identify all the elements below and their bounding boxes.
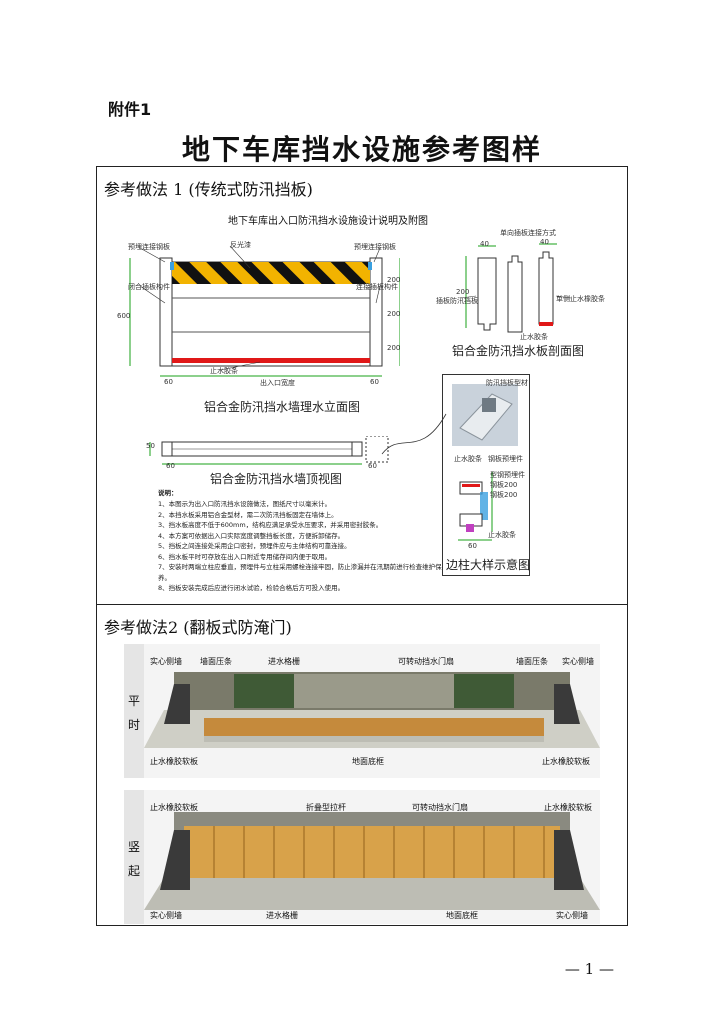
elev-dim-r3: 200 xyxy=(387,344,401,352)
row1-top-label: 实心侧墙 xyxy=(562,657,594,666)
detail-photo xyxy=(452,384,518,446)
caption-elevation: 铝合金防汛挡水墙理水立面图 xyxy=(204,400,361,414)
row1-top-label: 墙面压条 xyxy=(200,657,232,666)
caption-plan: 铝合金防汛挡水墙顶视图 xyxy=(210,472,343,486)
elev-dim-bottom-right: 60 xyxy=(370,378,379,386)
caption-detail: 边柱大样示意图 xyxy=(446,558,531,572)
note-item: 1、本图示为出入口防汛挡水设施做法，图纸尺寸以毫米计。 xyxy=(158,500,332,508)
elev-dim-left: 600 xyxy=(117,312,131,320)
elev-label-right-mid: 连接插板构件 xyxy=(356,283,398,291)
plan-dim-left: 60 xyxy=(166,462,175,470)
section-label-left: 插板防汛挡板 xyxy=(436,297,478,305)
row1-top-label: 实心侧墙 xyxy=(150,657,182,666)
figure-frame xyxy=(96,166,628,926)
detail-drawing xyxy=(458,472,493,541)
notes-list: 1、本图示为出入口防汛挡水设施做法，图纸尺寸以毫米计。 2、本挡水板采用铝合金型… xyxy=(158,499,442,594)
section-divider xyxy=(96,604,628,605)
detail-label-2: 钢板预埋件 xyxy=(488,455,523,463)
detail-leader-curve xyxy=(381,413,447,455)
row1-photo xyxy=(144,644,600,778)
plan-dim-right: 60 xyxy=(368,462,377,470)
drawing-title: 地下车库出入口防汛挡水设施设计说明及附图 xyxy=(228,216,428,227)
detail-box xyxy=(442,374,530,576)
row2-photo xyxy=(144,790,600,924)
section2-label: 参考做法2 (翻板式防淹门) xyxy=(104,618,292,637)
detail-label-3: 型钢预埋件 xyxy=(490,471,525,479)
elev-label-top-mid: 反光漆 xyxy=(230,241,251,249)
elevation-drawing xyxy=(129,245,400,377)
plan-dim-h: 50 xyxy=(146,442,155,450)
row2-bottom-label: 实心侧墙 xyxy=(150,911,182,920)
row2-top-label: 止水橡胶软板 xyxy=(544,803,592,812)
elev-label-right-top: 预埋连接钢板 xyxy=(354,243,396,251)
row1-top-label: 墙面压条 xyxy=(516,657,548,666)
row2-side-char: 起 xyxy=(128,864,141,878)
row2-bottom-label: 实心侧墙 xyxy=(556,911,588,920)
row1-bottom-label: 地面底框 xyxy=(352,757,384,766)
row1-side-panel: 平 时 xyxy=(124,644,144,778)
elev-dim-r2: 200 xyxy=(387,310,401,318)
elev-label-bottom: 止水胶条 xyxy=(210,367,238,375)
detail-dim: 60 xyxy=(468,542,477,550)
elev-dim-r1: 200 xyxy=(387,276,401,284)
note-item: 4、本方案可依据出入口实际宽度调整挡板长度，方便拆卸储存。 xyxy=(158,531,345,540)
row2-side-char: 竖 xyxy=(128,840,141,854)
note-item: 8、挡板安装完成后应进行闭水试验，检验合格后方可投入使用。 xyxy=(158,584,345,592)
row1-side-char: 时 xyxy=(128,718,141,732)
detail-label-4: 钢板200 xyxy=(490,481,518,489)
elev-dim-bottom-left: 60 xyxy=(164,378,173,386)
row2-top-label: 可转动挡水门扇 xyxy=(412,803,468,812)
row1-side-char: 平 xyxy=(128,694,141,708)
section-dim-40b: 40 xyxy=(540,238,549,246)
page-number: — 1 — xyxy=(564,960,614,978)
section1-label: 参考做法 1 (传统式防汛挡板) xyxy=(104,180,313,199)
elev-label-left-top: 预埋连接钢板 xyxy=(128,243,170,251)
detail-label-6: 止水胶条 xyxy=(488,531,516,539)
note-item: 7、安装时两端立柱应垂直，预埋件与立柱采用螺栓连接牢固，防止渗漏并在汛期前进行检… xyxy=(158,563,442,582)
plan-drawing xyxy=(149,436,389,465)
row2-bottom-label: 进水格栅 xyxy=(266,911,298,920)
detail-label-5: 钢板200 xyxy=(490,491,518,499)
row2-side-panel: 竖 起 xyxy=(124,790,144,924)
note-item: 6、挡水板平时可存放在出入口附近专用储存间内便于取用。 xyxy=(158,552,332,561)
elev-label-left-mid: 闭合插板构件 xyxy=(128,283,170,291)
elev-dim-bottom-mid: 出入口宽度 xyxy=(260,379,295,387)
detail-label-1: 止水胶条 xyxy=(454,455,482,463)
detail-photo-tag: 防汛挡板型材 xyxy=(486,379,528,387)
row2-top-label: 折叠型拉杆 xyxy=(306,803,346,812)
row1-bottom-label: 止水橡胶软板 xyxy=(150,757,198,766)
row1-top-label: 可转动挡水门扇 xyxy=(398,657,454,666)
section-dim-40a: 40 xyxy=(480,240,489,248)
note-item: 3、挡水板高度不低于600mm，结构应满足承受水压要求，并采用密封胶条。 xyxy=(158,521,383,529)
row1-top-label: 进水格栅 xyxy=(268,657,300,666)
note-item: 2、本挡水板采用铝合金型材，需二次防汛挡板固定在墙体上。 xyxy=(158,510,338,519)
section-label-right: 单侧止水橡胶条 xyxy=(556,295,605,303)
section-dim-200: 200 xyxy=(456,288,470,296)
notes-title: 说明： xyxy=(158,489,178,497)
cross-section-drawing xyxy=(460,243,572,333)
row2-bottom-label: 地面底框 xyxy=(446,911,478,920)
row2-top-label: 止水橡胶软板 xyxy=(150,803,198,812)
section-label-top: 单向插板连接方式 xyxy=(500,229,556,237)
caption-section: 铝合金防汛挡水板剖面图 xyxy=(452,344,585,358)
section-label-bottom: 止水胶条 xyxy=(520,333,548,341)
note-item: 5、挡板之间连接处采用企口密封，预埋件应与主体结构可靠连接。 xyxy=(158,542,351,550)
page-title: 地下车库挡水设施参考图样 xyxy=(181,133,542,166)
attachment-label: 附件1 xyxy=(108,100,152,119)
row1-bottom-label: 止水橡胶软板 xyxy=(542,757,590,766)
